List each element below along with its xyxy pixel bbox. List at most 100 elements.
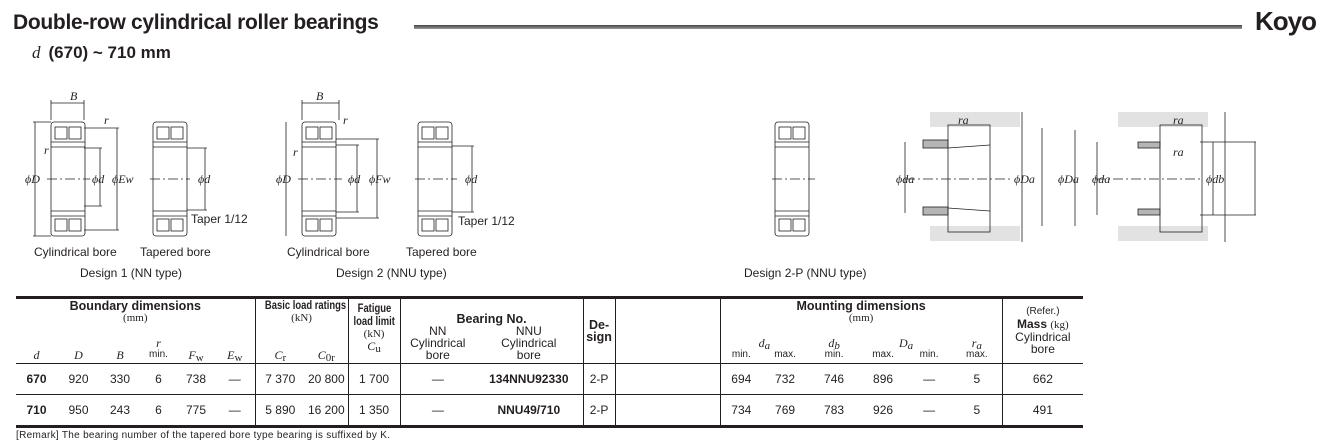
label-phi-d: ϕd — [348, 172, 361, 186]
design-header: De-sign — [582, 296, 616, 364]
caption-cylindrical-bore: Cylindrical bore — [34, 245, 117, 259]
bore-range-value: (670) ~ 710 mm — [48, 43, 171, 62]
label-phi-D: ϕD — [25, 172, 40, 186]
col-Da-min: min. — [906, 324, 953, 364]
label-phi-d: ϕd — [92, 172, 105, 186]
load-ratings-header: Basic load ratings(kN) — [254, 296, 349, 325]
caption-design2: Design 2 (NNU type) — [336, 266, 447, 280]
table-section: Boundary dimensions(mm) Basic load ratin… — [16, 296, 1084, 442]
caption-tapered-bore: Tapered bore — [406, 245, 477, 259]
cell-Da-min: — — [906, 394, 953, 428]
cell-Fw: 775 — [177, 394, 215, 428]
cell-ra-max: 5 — [952, 394, 1003, 428]
cell-Cr: 5 890 — [254, 394, 306, 428]
table-row: 670 920 330 6 738 — 7 370 20 800 1 700 —… — [16, 363, 1084, 395]
label-phi-d: ϕd — [465, 172, 478, 186]
label-r: r — [343, 113, 348, 127]
cell-da-min: 734 — [719, 394, 763, 428]
cell-nnu: NNU49/710 — [475, 394, 584, 428]
label-phi-Da: ϕDa — [1058, 172, 1079, 186]
mounting-dimensions-header: Mounting dimensions(mm) — [719, 296, 1003, 325]
label-phi-Fw: ϕFw — [369, 172, 391, 186]
cell-Ew: — — [215, 363, 256, 395]
label-phi-db: ϕdb — [1206, 172, 1225, 186]
cell-design: 2-P — [582, 363, 616, 395]
cell-r: 6 — [140, 394, 177, 428]
cell-design: 2-P — [582, 394, 616, 428]
taper-label: Taper 1/12 — [191, 212, 248, 226]
cell-Da-max: 926 — [860, 394, 907, 428]
design1-tapered-drawing — [150, 121, 207, 237]
cell-r: 6 — [140, 363, 177, 395]
cell-B: 243 — [100, 394, 140, 428]
label-r: r — [293, 145, 298, 159]
cell-Da-max: 896 — [860, 363, 907, 395]
bore-range: d (670) ~ 710 mm — [32, 43, 171, 63]
mounting-drawing-2 — [1074, 112, 1256, 242]
remark: [Remark] The bearing number of the taper… — [16, 429, 391, 441]
cell-db-min: 746 — [808, 363, 861, 395]
cell-Cu: 1 700 — [347, 363, 401, 395]
col-da-max: max. — [762, 324, 809, 364]
label-ra: ra — [1173, 145, 1184, 159]
cell-B: 330 — [100, 363, 140, 395]
koyo-logo: Koyo — [1255, 6, 1317, 36]
cell-Cr: 7 370 — [254, 363, 306, 395]
table-gap — [614, 296, 721, 364]
col-d: d — [16, 324, 57, 364]
cell-da-max: 769 — [762, 394, 809, 428]
caption-cylindrical-bore: Cylindrical bore — [287, 245, 370, 259]
col-Ew: Ew — [215, 324, 256, 364]
col-C0r: C0r — [305, 324, 349, 364]
mounting-drawing-1 — [904, 112, 1043, 242]
cell-d: 710 — [16, 394, 57, 428]
page-title: Double-row cylindrical roller bearings — [13, 11, 379, 34]
boundary-dimensions-header: Boundary dimensions(mm) — [16, 296, 256, 325]
cell-db-min: 783 — [808, 394, 861, 428]
design2-cylindrical-drawing — [285, 100, 379, 237]
caption-design2p: Design 2-P (NNU type) — [744, 266, 867, 280]
cell-Cu: 1 350 — [347, 394, 401, 428]
cell-mass: 662 — [1001, 363, 1084, 395]
cell-ra-max: 5 — [952, 363, 1003, 395]
label-ra: ra — [1173, 113, 1184, 127]
bearing-no-header: Bearing No. — [399, 296, 584, 325]
bearing-spec-table: Boundary dimensions(mm) Basic load ratin… — [16, 296, 1084, 428]
label-phi-d: ϕd — [198, 172, 211, 186]
table-row: 710 950 243 6 775 — 5 890 16 200 1 350 —… — [16, 394, 1084, 428]
design2-tapered-drawing — [415, 121, 474, 237]
caption-tapered-bore: Tapered bore — [140, 245, 211, 259]
cell-nn: — — [399, 394, 476, 428]
cell-Ew: — — [215, 394, 256, 428]
cell-D: 950 — [57, 394, 100, 428]
cell-D: 920 — [57, 363, 100, 395]
label-phi-Ew: ϕEw — [112, 172, 134, 186]
label-B: B — [316, 89, 324, 103]
design2p-drawing — [772, 121, 815, 237]
col-Fw: Fw — [177, 324, 215, 364]
label-phi-Da: ϕDa — [1014, 172, 1035, 186]
table-gap — [614, 394, 721, 428]
col-Cr: Cr — [254, 324, 306, 364]
title-rule — [414, 25, 1242, 29]
label-r: r — [104, 113, 109, 127]
cell-Da-min: — — [906, 363, 953, 395]
cell-nn: — — [399, 363, 476, 395]
cell-C0r: 16 200 — [305, 394, 349, 428]
label-phi-da: ϕda — [1092, 172, 1111, 186]
cell-d: 670 — [16, 363, 57, 395]
cell-da-min: 694 — [719, 363, 763, 395]
label-B: B — [70, 89, 78, 103]
table-gap — [614, 363, 721, 395]
cell-C0r: 20 800 — [305, 363, 349, 395]
bore-symbol: d — [32, 43, 41, 62]
label-phi-da: ϕda — [896, 172, 915, 186]
design1-cylindrical-drawing — [33, 100, 119, 237]
cell-mass: 491 — [1001, 394, 1084, 428]
